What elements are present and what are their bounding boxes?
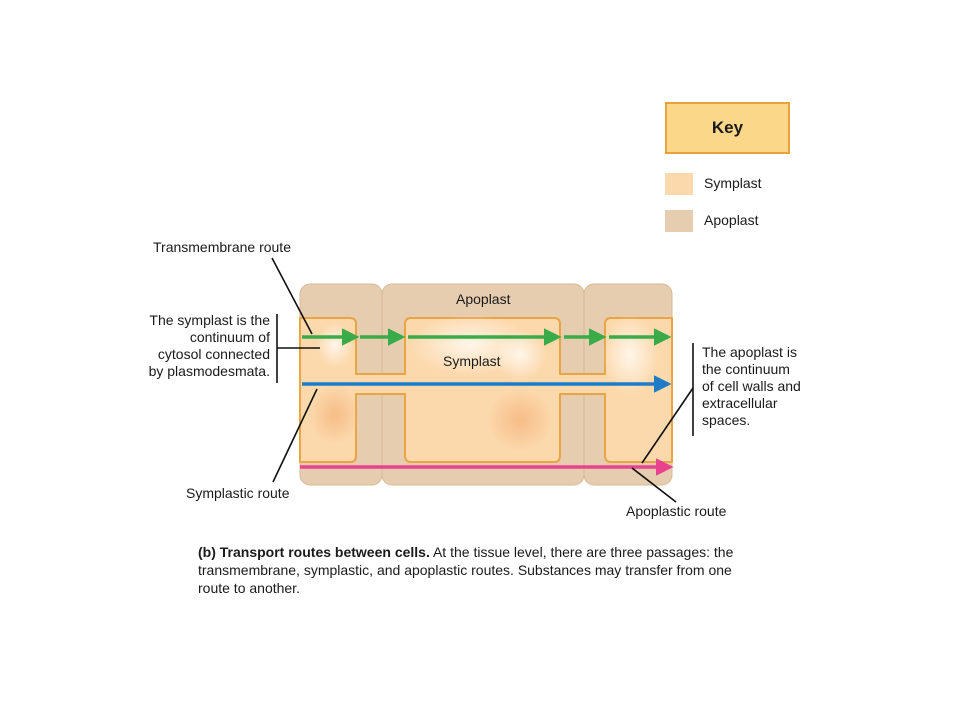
apoplast-definition-line: of cell walls and [702, 378, 801, 394]
apoplast-region-label: Apoplast [456, 291, 511, 307]
apoplast-definition-line: The apoplast is [702, 344, 797, 360]
key-label-apoplast: Apoplast [704, 212, 759, 228]
apoplast-definition: The apoplast is the continuum of cell wa… [702, 344, 801, 429]
leader-transmembrane [271, 257, 313, 335]
leader-symplastic [272, 388, 318, 483]
symplast-definition: The symplast is the continuum of cytosol… [130, 312, 270, 380]
apoplastic-route-label: Apoplastic route [626, 503, 727, 519]
caption-text: At the tissue level, there are three pas… [198, 544, 734, 596]
symplast-region-label: Symplast [443, 353, 501, 369]
symplastic-route-label: Symplastic route [186, 485, 290, 501]
figure-caption: (b) Transport routes between cells. At t… [198, 543, 758, 597]
transmembrane-route-label: Transmembrane route [153, 239, 291, 255]
symplast-definition-line: continuum of [189, 329, 270, 345]
leader-apoplast [641, 387, 694, 464]
symplast-definition-line: cytosol connected [157, 346, 270, 362]
caption-title: Transport routes between cells. [219, 544, 430, 560]
caption-tag: (b) [198, 544, 216, 560]
symplast-definition-line: The symplast is the [149, 312, 270, 328]
symplast-swatch [665, 173, 693, 195]
key-label-symplast: Symplast [704, 175, 762, 191]
apoplast-definition-line: extracellular [702, 395, 778, 411]
leader-apoplastic [631, 467, 677, 503]
leader-lines [271, 257, 694, 503]
apoplast-definition-line: the continuum [702, 361, 790, 377]
symplast-definition-line: by plasmodesmata. [148, 363, 270, 379]
apoplast-definition-line: spaces. [702, 412, 751, 428]
key-title: Key [665, 102, 790, 154]
apoplast-swatch [665, 210, 693, 232]
